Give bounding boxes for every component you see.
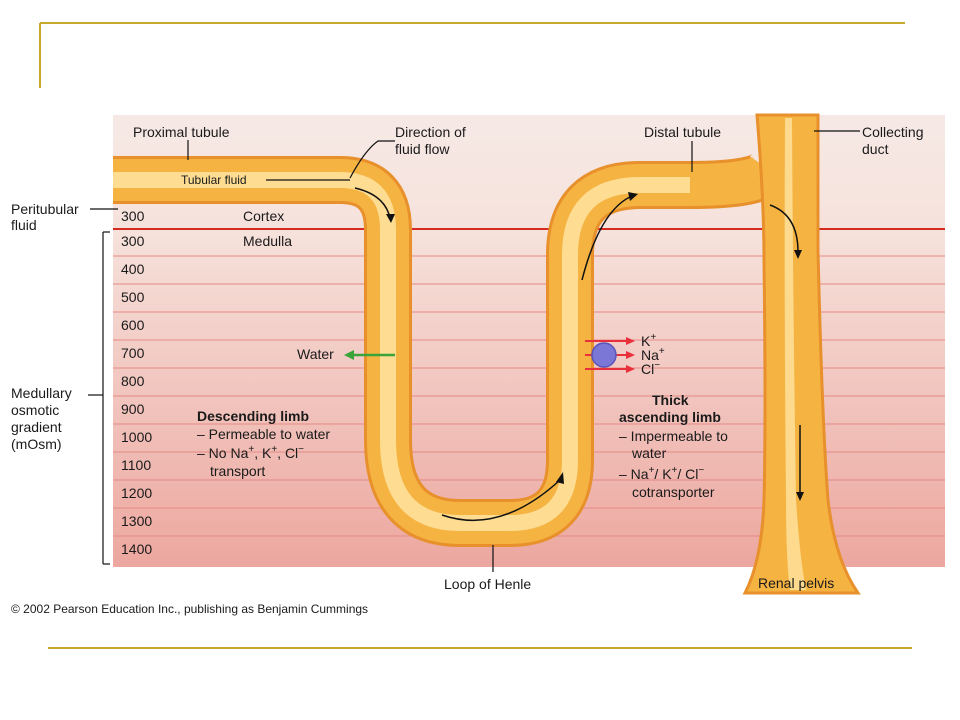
cortex-label: Cortex: [243, 208, 284, 224]
ascending-limb-line2: water: [631, 445, 667, 461]
peritubular-label-line1: Peritubular: [11, 201, 79, 217]
flow-arrowhead-collecting-top: [794, 250, 802, 259]
medulla-label: Medulla: [243, 233, 292, 249]
medullary-gradient-label-line3: gradient: [11, 419, 62, 435]
ion-cotransporter: [585, 337, 635, 373]
potassium-ion-label: K+: [641, 332, 656, 349]
osmolarity-value: 600: [121, 317, 145, 333]
water-label: Water: [297, 346, 334, 362]
osmolarity-value: 1300: [121, 513, 152, 529]
osmolarity-value: 300: [121, 208, 145, 224]
osmolarity-value: 1400: [121, 541, 152, 557]
tubular-fluid-label: Tubular fluid: [181, 173, 247, 187]
renal-pelvis-label: Renal pelvis: [758, 575, 834, 591]
descending-limb-line3: transport: [210, 463, 265, 479]
osmolarity-value: 900: [121, 401, 145, 417]
osmolarity-value: 400: [121, 261, 145, 277]
osmolarity-value: 500: [121, 289, 145, 305]
distal-connection-body: [689, 155, 788, 206]
osmolarity-value: 800: [121, 373, 145, 389]
sodium-ion-label: Na+: [641, 346, 665, 363]
slide-frame: [39, 22, 912, 649]
diagram-labels: Proximal tubule Direction of fluid flow …: [11, 124, 923, 616]
collecting-duct: [742, 113, 861, 595]
descending-limb-line2: – No Na+, K+, Cl−: [197, 444, 304, 461]
osmolarity-value: 1200: [121, 485, 152, 501]
osmolarity-value: 1100: [121, 457, 151, 473]
descending-limb-title: Descending limb: [197, 408, 309, 424]
chloride-ion-label: Cl−: [641, 360, 660, 377]
tubule-highlight: [113, 172, 700, 531]
flow-arrowhead-ascending: [628, 192, 638, 201]
flow-arrowhead-collecting-bottom: [796, 492, 804, 501]
collecting-duct-label-line1: Collecting: [862, 124, 923, 140]
osmolarity-value: 1000: [121, 429, 152, 445]
copyright-notice: © 2002 Pearson Education Inc., publishin…: [11, 602, 368, 616]
flow-arrows: [354, 187, 804, 522]
descending-limb-line1: – Permeable to water: [197, 426, 330, 442]
ascending-limb-line3: – Na+/ K+/ Cl−: [619, 465, 704, 482]
medullary-gradient-label-line4: (mOsm): [11, 436, 62, 452]
medullary-gradient-label-line1: Medullary: [11, 385, 72, 401]
osmolarity-value: 300: [121, 233, 145, 249]
flow-arrow-ascending: [581, 195, 633, 281]
flow-arrow-loop: [441, 479, 561, 522]
collecting-duct-shape: [742, 113, 861, 595]
ascending-limb-line4: cotransporter: [632, 484, 715, 500]
ascending-limb-title-line2: ascending limb: [619, 409, 721, 425]
flow-arrow-collecting-top: [769, 204, 799, 253]
flow-arrowhead-loop: [556, 472, 564, 484]
leader-lines: [88, 130, 860, 572]
collecting-duct-highlight: [784, 118, 806, 590]
osmolarity-values: 300 300 400 500 600 700 800 900 1000 1100 1200 1300…: [121, 208, 152, 557]
direction-label-line2: fluid flow: [395, 141, 450, 157]
flow-arrowhead-descending: [386, 214, 395, 223]
collecting-duct-label-line2: duct: [862, 141, 889, 157]
water-arrow: [344, 350, 395, 360]
peritubular-label-line2: fluid: [11, 217, 37, 233]
distal-tubule-label: Distal tubule: [644, 124, 721, 140]
ascending-limb-title-line1: Thick: [652, 392, 689, 408]
cotransporter-protein-icon: [591, 342, 617, 368]
loop-of-henle-label: Loop of Henle: [444, 576, 531, 592]
direction-label-line1: Direction of: [395, 124, 466, 140]
proximal-tubule-label: Proximal tubule: [133, 124, 230, 140]
medullary-gradient-label-line2: osmotic: [11, 402, 59, 418]
osmolarity-value: 700: [121, 345, 145, 361]
ascending-limb-line1: – Impermeable to: [619, 428, 728, 444]
